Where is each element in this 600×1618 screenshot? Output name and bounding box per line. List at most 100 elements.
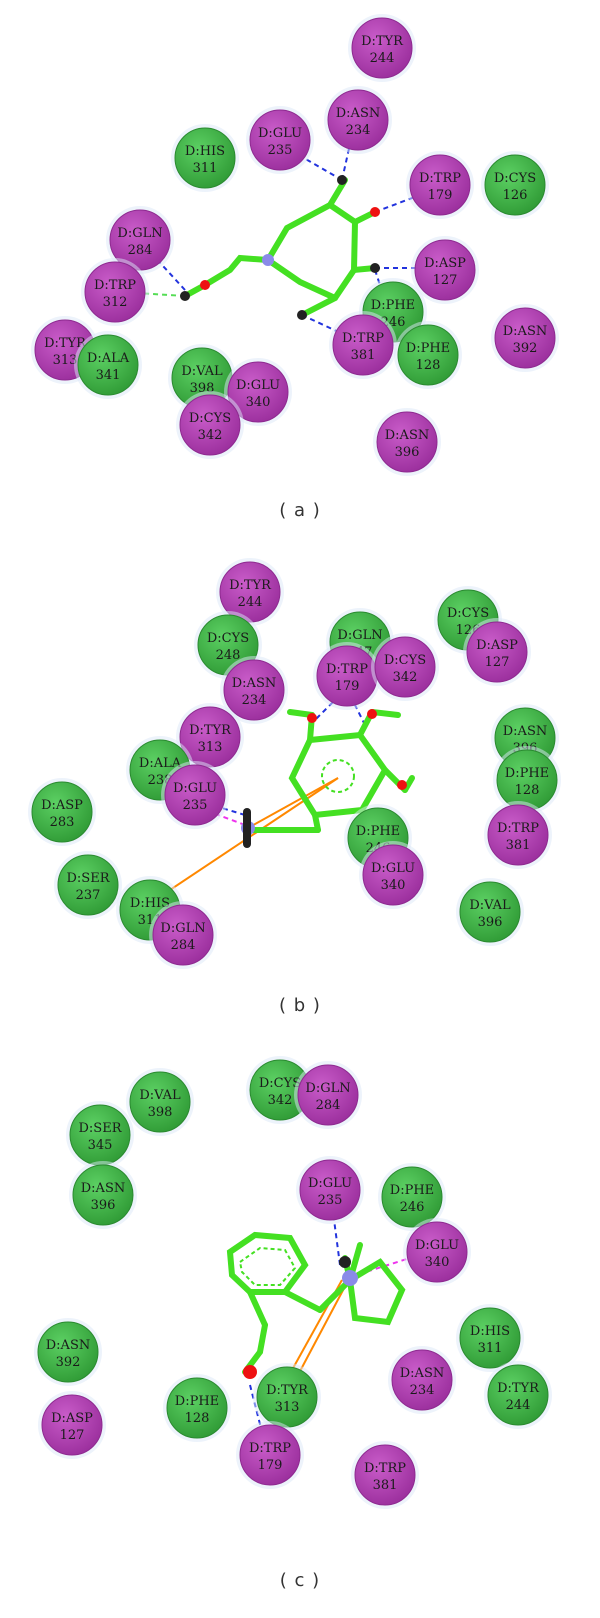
residue-d-tyr-244: D:TYR 244 [216,558,284,626]
residue-disc [223,659,285,721]
residue-name: D:ASP [476,638,518,653]
residue-d-val-396: D:VAL 396 [456,878,524,946]
residue-disc [487,1364,549,1426]
residue-disc [174,127,236,189]
residue-d-tyr-313: D:TYR 313 [176,703,244,771]
residue-name: D:CYS [494,171,536,186]
residue-number: 244 [370,51,395,66]
residue-number: 235 [183,798,208,813]
residue-number: 126 [503,188,528,203]
residue-name: D:PHE [371,298,415,313]
residue-number: 127 [433,273,458,288]
residue-disc [414,239,476,301]
residue-d-glu-235: D:GLU 235 [246,106,314,174]
residue-number: 342 [268,1093,293,1108]
residue-name: D:TYR [229,578,272,593]
residue-name: D:CYS [207,631,249,646]
residue-name: D:PHE [505,766,549,781]
residue-name: D:PHE [356,824,400,839]
residue-name: D:GLN [160,921,205,936]
residue-disc [327,89,389,151]
residue-number: 340 [246,395,271,410]
residue-name: D:ASP [51,1411,93,1426]
residue-number: 283 [50,815,75,830]
residue-number: 311 [478,1341,503,1356]
residue-number: 345 [88,1138,113,1153]
residue-name: D:GLU [258,126,302,141]
residue-number: 396 [478,915,503,930]
residue-d-ala-341: D:ALA 341 [74,331,142,399]
residue-disc [31,781,93,843]
residue-name: D:TYR [497,1381,540,1396]
residue-name: D:TYR [189,723,232,738]
residue-name: D:CYS [259,1076,301,1091]
residue-name: D:GLU [308,1176,352,1191]
residue-number: 381 [373,1478,398,1493]
residue-number: 237 [76,888,101,903]
residue-name: D:VAL [469,898,511,913]
residue-name: D:ASP [41,798,83,813]
residue-name: D:ALA [87,351,130,366]
residue-number: 284 [128,243,153,258]
residue-number: 313 [53,353,78,368]
residue-disc [57,854,119,916]
residue-name: D:VAL [139,1088,181,1103]
residue-name: D:GLU [173,781,217,796]
residue-disc [332,314,394,376]
residue-number: 246 [400,1200,425,1215]
residue-disc [487,804,549,866]
residue-name: D:PHE [406,341,450,356]
residue-name: D:PHE [390,1183,434,1198]
residue-number: 128 [185,1411,210,1426]
residue-disc [376,411,438,473]
residue-number: 381 [506,838,531,853]
residue-name: D:TRP [342,331,384,346]
residue-number: 244 [238,595,263,610]
residue-name: D:HIS [470,1324,510,1339]
residue-disc [297,1064,359,1126]
residue-number: 396 [395,445,420,460]
residue-name: D:ASN [81,1181,125,1196]
residue-name: D:GLU [371,861,415,876]
residue-number: 341 [96,368,121,383]
residue-number: 235 [268,143,293,158]
residue-disc [362,844,424,906]
residue-disc [299,1159,361,1221]
residue-name: D:TRP [326,662,368,677]
residue-name: D:TRP [419,171,461,186]
residue-disc [41,1394,103,1456]
residue-disc [459,881,521,943]
ligand-a [136,134,429,336]
residue-name: D:TYR [266,1383,309,1398]
residue-d-cys-126: D:CYS 126 [481,151,549,219]
residue-name: D:TRP [249,1441,291,1456]
residue-number: 312 [103,295,128,310]
residue-number: 311 [193,161,218,176]
residue-number: 313 [198,740,223,755]
residue-number: 127 [485,655,510,670]
residue-number: 234 [410,1383,435,1398]
residue-name: D:TRP [94,278,136,293]
residue-disc [459,1307,521,1369]
residue-disc [354,1444,416,1506]
residue-name: D:TRP [497,821,539,836]
residue-disc [351,17,413,79]
